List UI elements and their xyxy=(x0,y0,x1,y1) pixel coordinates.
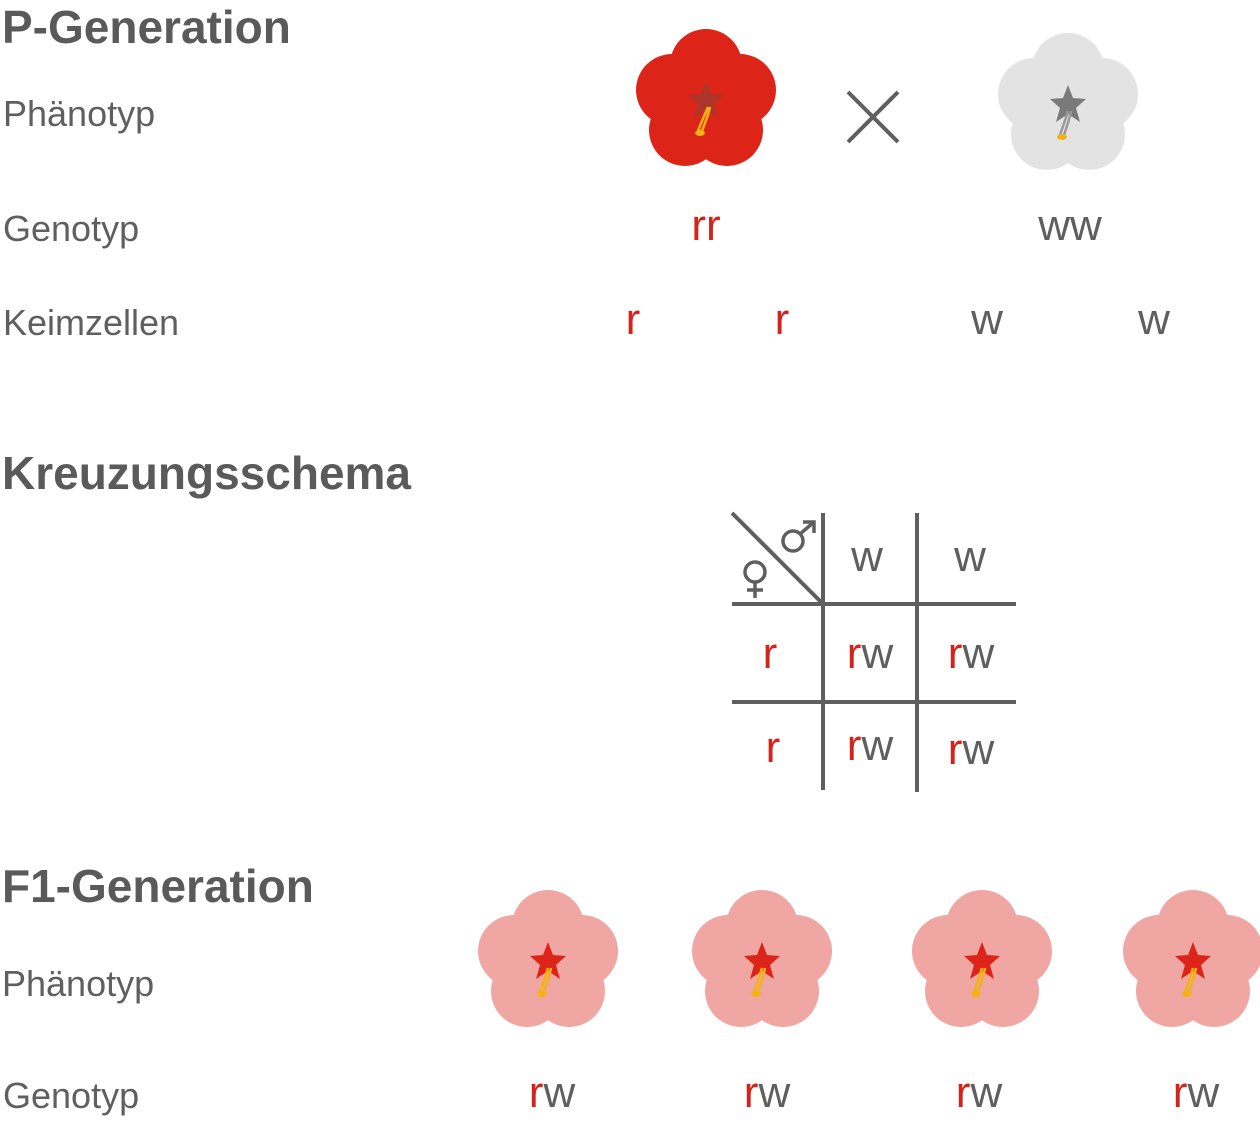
white-flower-icon xyxy=(998,33,1138,170)
offspring-genotype: rw xyxy=(955,1068,1003,1117)
x-cross-icon xyxy=(846,90,900,144)
parent2-genotype: ww xyxy=(1038,201,1102,250)
parent2-gamete: w xyxy=(971,295,1003,344)
punnett-cell: rw xyxy=(846,629,894,678)
parent1-genotype: rr xyxy=(691,201,721,250)
male-symbol-icon xyxy=(781,520,816,553)
p-genotype-label: Genotyp xyxy=(3,208,140,249)
pink-flower-icon xyxy=(912,890,1052,1027)
p-phenotype-label: Phänotyp xyxy=(3,93,156,134)
pink-flower-icon xyxy=(478,890,618,1027)
parent1-gamete: r xyxy=(774,295,790,344)
f1-generation-heading: F1-Generation xyxy=(2,860,314,912)
p-generation-heading: P-Generation xyxy=(2,1,291,53)
female-symbol-icon xyxy=(743,560,767,598)
punnett-cell: rw xyxy=(846,721,894,770)
punnett-column-header: w xyxy=(851,532,883,581)
pink-flower-icon xyxy=(692,890,832,1027)
offspring-genotype: rw xyxy=(743,1068,791,1117)
pink-flower-icon xyxy=(1123,890,1260,1027)
punnett-cell: rw xyxy=(947,629,995,678)
punnett-column-header: w xyxy=(954,532,986,581)
offspring-genotype: rw xyxy=(528,1068,576,1117)
punnett-cell: rw xyxy=(947,725,995,774)
parent1-gamete: r xyxy=(625,295,641,344)
p-gametes-label: Keimzellen xyxy=(3,302,180,343)
punnett-row-header: r xyxy=(762,629,778,678)
offspring-genotype: rw xyxy=(1172,1068,1220,1117)
punnett-grid xyxy=(730,511,1016,792)
parent2-gamete: w xyxy=(1138,295,1170,344)
f1-genotype-label: Genotyp xyxy=(3,1075,140,1116)
punnett-row-header: r xyxy=(765,723,781,772)
red-flower-icon xyxy=(636,29,776,166)
f1-phenotype-label: Phänotyp xyxy=(2,963,155,1004)
crossing-scheme-heading: Kreuzungsschema xyxy=(2,447,412,499)
